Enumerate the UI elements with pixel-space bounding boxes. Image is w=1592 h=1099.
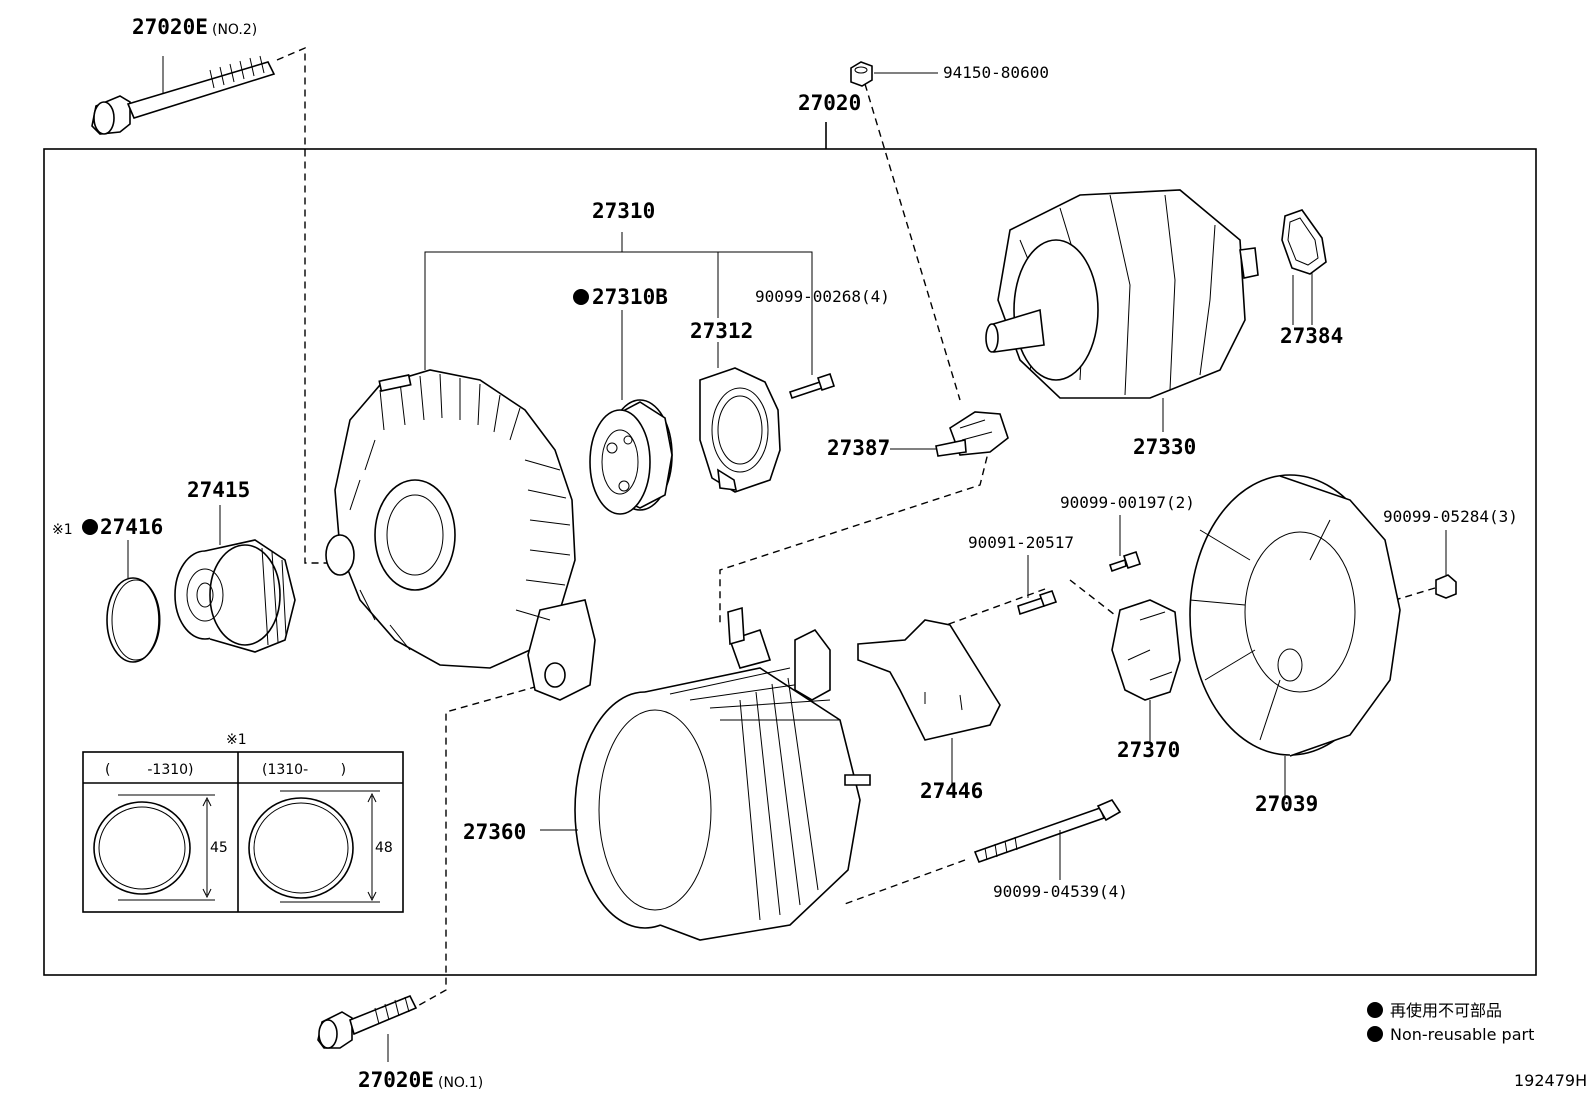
label-rotor: 27330 [1133, 435, 1196, 459]
label-bearing: 27310B [592, 285, 668, 309]
legend-dot-en [1367, 1026, 1383, 1042]
nut-top-drawing [850, 61, 938, 87]
thru-bolt-drawing [973, 799, 1122, 880]
label-pulley: 27415 [187, 478, 250, 502]
nut-cover-drawing [1435, 530, 1457, 599]
alignment-lines [276, 46, 1436, 1009]
inset-col-right: (1310- ) [262, 762, 346, 778]
cap-drawing [106, 540, 161, 663]
label-bracket: 27446 [920, 779, 983, 803]
legend-dot-ja [1367, 1002, 1383, 1018]
inset-table [82, 751, 404, 913]
label-assembly: 27020 [798, 91, 861, 115]
non-reusable-dot-cap [82, 519, 98, 535]
leader-lines [424, 232, 1294, 432]
plate-drawing [699, 367, 781, 493]
inset-dim-left: 45 [210, 840, 228, 856]
bolt-no2-drawing [91, 55, 276, 135]
bracket-drawing [857, 619, 1001, 785]
screw-b-drawing [1017, 555, 1058, 616]
label-screw-b: 90091-20517 [968, 533, 1074, 552]
rear-cover-drawing [1189, 474, 1401, 800]
label-screw-a: 90099-00197(2) [1060, 493, 1195, 512]
brush-holder-drawing [1111, 599, 1181, 745]
non-reusable-dot-bearing [573, 289, 589, 305]
label-stator: 27360 [463, 820, 526, 844]
legend-ja: 再使用不可部品 [1390, 1001, 1502, 1020]
seal-drawing [890, 411, 1009, 457]
label-screw-frame: 90099-00268(4) [755, 287, 890, 306]
label-cap: 27416 [100, 515, 163, 539]
bolt-no1-drawing [317, 994, 418, 1062]
front-frame-drawing [325, 369, 596, 701]
label-ring: 27384 [1280, 324, 1343, 348]
label-plate: 27312 [690, 319, 753, 343]
pulley-drawing [174, 505, 296, 653]
assembly-frame [43, 148, 1537, 976]
inset-mark: ※1 [226, 732, 247, 748]
inset-col-left: ( -1310) [105, 762, 194, 778]
label-brush-holder: 27370 [1117, 738, 1180, 762]
label-bolt-no1: 27020E [358, 1068, 434, 1092]
label-rear-cover: 27039 [1255, 792, 1318, 816]
screw-frame-drawing [788, 372, 836, 400]
label-nut-top: 94150-80600 [943, 63, 1049, 82]
label-nut-cover: 90099-05284(3) [1383, 507, 1518, 526]
screw-a-drawing [1108, 515, 1142, 573]
stator-drawing [540, 606, 871, 941]
ring-drawing [1281, 209, 1327, 325]
figure-id: 192479H [1514, 1071, 1587, 1090]
label-seal: 27387 [827, 436, 890, 460]
legend-en: Non-reusable part [1390, 1025, 1534, 1044]
label-bolt-no2-note: (NO.2) [212, 22, 257, 38]
inset-dim-right: 48 [375, 840, 393, 856]
label-frame: 27310 [592, 199, 655, 223]
rotor-drawing [985, 189, 1259, 399]
bearing-drawing [589, 399, 673, 515]
label-bolt-no1-note: (NO.1) [438, 1075, 483, 1091]
label-cap-mark: ※1 [52, 522, 73, 538]
label-bolt-no2: 27020E [132, 15, 208, 39]
label-thru-bolt: 90099-04539(4) [993, 882, 1128, 901]
